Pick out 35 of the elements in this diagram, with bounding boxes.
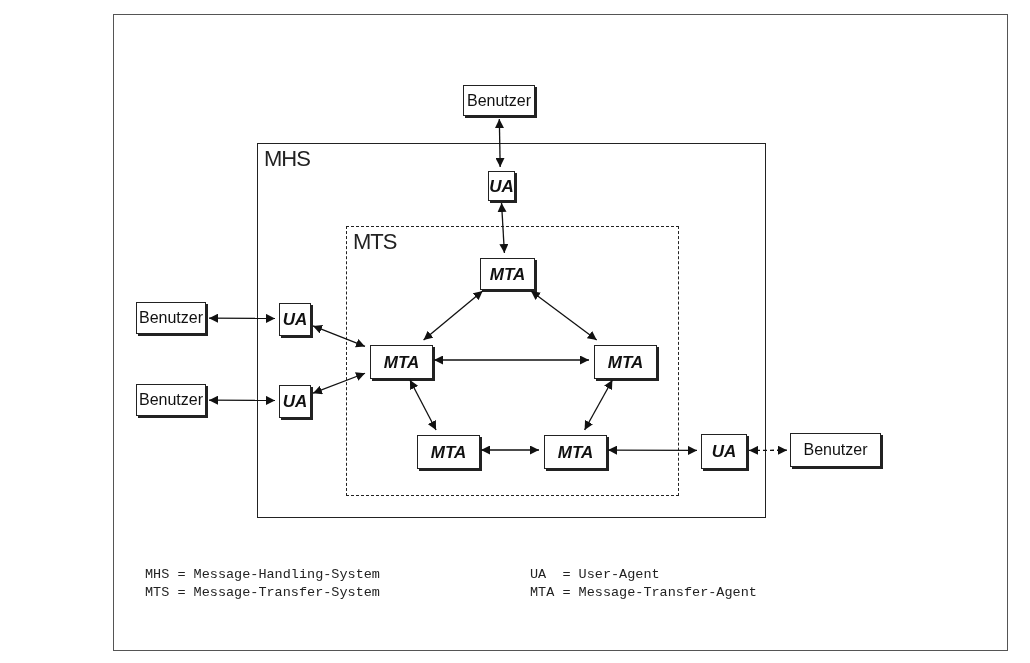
arrow: [409, 379, 437, 431]
agent-box: UA: [279, 303, 311, 336]
user-box: Benutzer: [463, 85, 535, 116]
subsystem-frame: [346, 226, 679, 496]
arrow: [497, 202, 509, 254]
abbreviation-note: MHS = Message-Handling-System: [145, 567, 380, 582]
agent-box: UA: [279, 385, 311, 418]
arrow: [208, 395, 276, 405]
agent-box: MTA: [417, 435, 480, 469]
agent-box: MTA: [480, 258, 535, 290]
agent-box: MTA: [544, 435, 607, 469]
abbreviation-note: MTA = Message-Transfer-Agent: [530, 585, 757, 600]
arrow: [607, 445, 698, 455]
arrow: [495, 118, 505, 168]
arrow: [208, 313, 276, 323]
user-box: Benutzer: [136, 302, 206, 334]
agent-box: UA: [488, 171, 515, 201]
arrow: [530, 290, 598, 341]
agent-box: MTA: [594, 345, 657, 379]
system-label: MTS: [353, 231, 397, 253]
arrow: [748, 445, 788, 455]
arrow: [312, 325, 366, 348]
arrow: [433, 355, 590, 365]
arrow: [422, 290, 484, 341]
arrow: [312, 372, 366, 395]
system-label: MHS: [264, 148, 310, 170]
user-box: Benutzer: [136, 384, 206, 416]
system-frame: [257, 143, 766, 518]
abbreviation-note: UA = User-Agent: [530, 567, 660, 582]
arrow: [583, 379, 614, 431]
user-box: Benutzer: [790, 433, 881, 467]
abbreviation-note: MTS = Message-Transfer-System: [145, 585, 380, 600]
agent-box: MTA: [370, 345, 433, 379]
agent-box: UA: [701, 434, 747, 469]
arrow: [480, 445, 540, 455]
